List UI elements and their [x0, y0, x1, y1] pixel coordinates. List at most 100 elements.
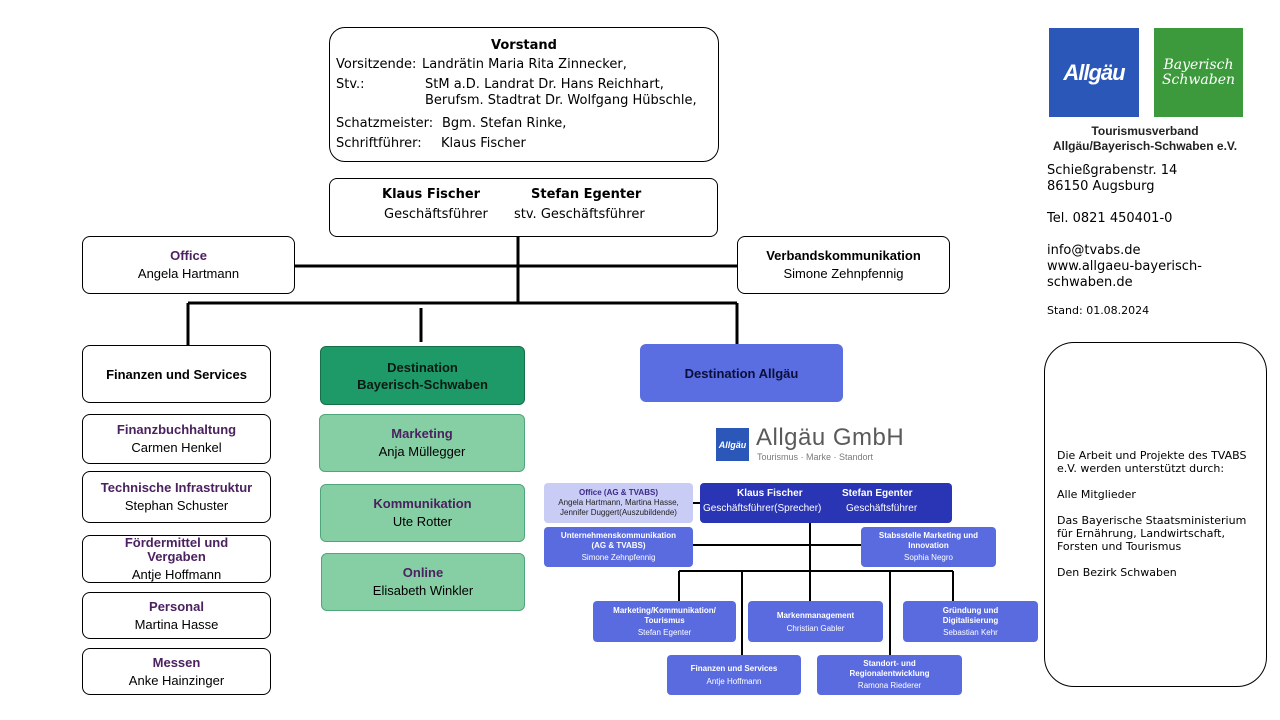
bayerisch-schwaben-logo: Bayerisch Schwaben [1154, 28, 1243, 117]
sr-title-1: Standort- und [863, 659, 916, 668]
org-name-line2: Allgäu/Bayerisch-Schwaben e.V. [1052, 139, 1238, 153]
org-street: Schießgrabenstr. 14 [1047, 163, 1178, 178]
allgaeu-gmbh-logo-mark: Allgäu [716, 428, 749, 461]
finanzen-header-box: Finanzen und Services [82, 345, 271, 403]
bs-item-name: Elisabeth Winkler [372, 583, 474, 598]
bs-title-line2: Bayerisch-Schwaben [357, 376, 488, 392]
fs-title: Finanzen und Services [690, 664, 778, 673]
gmbh-gruendung-box: Gründung und Digitalisierung Sebastian K… [903, 601, 1038, 642]
bs-kommunikation-box: Kommunikation Ute Rotter [320, 484, 525, 542]
gmbh-stabsstelle-box: Stabsstelle Marketing und Innovation Sop… [861, 527, 996, 567]
allgaeu-gmbh-logo-name: Allgäu GmbH [756, 424, 905, 451]
org-tel[interactable]: Tel. 0821 450401-0 [1047, 211, 1173, 226]
sr-name: Ramona Riederer [857, 681, 922, 690]
bs-marketing-box: Marketing Anja Müllegger [319, 414, 525, 472]
gmbh-office-names-1: Angela Hartmann, Martina Hasse, [558, 498, 679, 507]
verband-title: Verbandskommunikation [766, 248, 921, 263]
org-city: 86150 Augsburg [1047, 179, 1155, 194]
gmbh-gf-name-1: Klaus Fischer [737, 488, 803, 499]
bs-logo-line2: Schwaben [1161, 71, 1236, 88]
uk-title-2: (AG & TVABS) [591, 541, 646, 550]
finanz-item-name: Anke Hainzinger [128, 672, 225, 688]
org-web-1[interactable]: www.allgaeu-bayerisch- [1047, 259, 1202, 274]
support-item-2c: Forsten und Tourismus [1057, 540, 1182, 553]
bs-item-title: Marketing [391, 426, 453, 441]
gmbh-unternehmenskommunikation-box: Unternehmenskommunikation (AG & TVABS) S… [544, 527, 693, 567]
marke-title: Markenmanagement [776, 610, 855, 620]
support-intro-2: e.V. werden unterstützt durch: [1057, 462, 1225, 475]
finanz-item-title: Fördermittel und Vergaben [124, 535, 229, 564]
gd-title-2: Digitalisierung [942, 615, 999, 625]
gmbh-office-names-2: Jennifer Duggert(Auszubildende) [560, 508, 677, 517]
stv-label: Stv.: [336, 77, 365, 92]
gmbh-gf-name-2: Stefan Egenter [842, 488, 913, 499]
gf-name-2: Stefan Egenter [531, 187, 642, 202]
finanzbuchhaltung-box: Finanzbuchhaltung Carmen Henkel [82, 414, 271, 464]
finanz-item-title: Technische Infrastruktur [100, 480, 253, 495]
verband-name: Simone Zehnpfennig [783, 266, 904, 281]
bs-online-box: Online Elisabeth Winkler [321, 553, 525, 611]
gmbh-office-title: Office (AG & TVABS) [579, 488, 658, 497]
schriftfuehrer-value: Klaus Fischer [441, 136, 526, 151]
org-web-2[interactable]: schwaben.de [1047, 275, 1133, 290]
support-item-2a: Das Bayerische Staatsministerium [1057, 514, 1247, 527]
bs-logo-line1: Bayerisch [1163, 56, 1234, 73]
finanz-item-title: Finanzbuchhaltung [116, 422, 237, 437]
org-address: Schießgrabenstr. 14 86150 Augsburg Tel. … [1047, 163, 1247, 319]
mk-name: Stefan Egenter [637, 627, 692, 637]
gmbh-markenmanagement-box: Markenmanagement Christian Gabler [748, 601, 883, 642]
office-title: Office [170, 248, 207, 263]
gf-role-1: Geschäftsführer [384, 207, 488, 222]
bs-item-name: Ute Rotter [392, 514, 453, 529]
stv-value-2: Berufsm. Stadtrat Dr. Wolfgang Hübschle, [425, 93, 697, 108]
gmbh-gf-box: Klaus Fischer Geschäftsführer(Sprecher) … [700, 483, 952, 523]
technische-infrastruktur-box: Technische Infrastruktur Stephan Schuste… [82, 471, 271, 523]
gd-name: Sebastian Kehr [943, 627, 998, 637]
geschaeftsfuehrer-box: Klaus Fischer Geschäftsführer Stefan Ege… [329, 178, 718, 237]
destination-bs-header: Destination Bayerisch-Schwaben [320, 346, 525, 405]
vorstand-title: Vorstand [491, 38, 557, 53]
gmbh-gf-role-1: Geschäftsführer(Sprecher) [703, 503, 822, 514]
vorsitzende-value: Landrätin Maria Rita Zinnecker, [422, 57, 627, 72]
org-name: Tourismusverband Allgäu/Bayerisch-Schwab… [1040, 124, 1250, 154]
gmbh-finanzen-box: Finanzen und Services Antje Hoffmann [667, 655, 801, 695]
gd-title-1: Gründung und [942, 605, 999, 615]
allgaeu-title: Destination Allgäu [684, 365, 799, 381]
gf-name-1: Klaus Fischer [382, 187, 481, 202]
office-name: Angela Hartmann [137, 266, 240, 281]
allgaeu-gmbh-logo-tagline: Tourismus · Marke · Standort [757, 452, 874, 462]
stab-title-1: Stabsstelle Marketing und [878, 531, 979, 540]
bs-item-title: Online [402, 565, 444, 580]
allgaeu-logo-text: Allgäu [1063, 59, 1125, 85]
org-email[interactable]: info@tvabs.de [1047, 243, 1141, 258]
messen-box: Messen Anke Hainzinger [82, 648, 271, 695]
office-box: Office Angela Hartmann [82, 236, 295, 294]
finanz-item-name: Antje Hoffmann [131, 567, 222, 582]
sr-title-2: Regionalentwicklung [849, 669, 930, 678]
gmbh-office-box: Office (AG & TVABS) Angela Hartmann, Mar… [544, 483, 693, 523]
fs-name: Antje Hoffmann [706, 677, 762, 686]
uk-title-1: Unternehmenskommunikation [560, 531, 677, 540]
finanzen-title: Finanzen und Services [106, 366, 247, 382]
support-item-1: Alle Mitglieder [1057, 488, 1136, 501]
org-stand: Stand: 01.08.2024 [1047, 304, 1150, 317]
stv-value-1: StM a.D. Landrat Dr. Hans Reichhart, [425, 77, 664, 92]
stab-name: Sophia Negro [904, 553, 953, 562]
marke-name: Christian Gabler [786, 623, 845, 633]
bs-item-name: Anja Müllegger [378, 444, 466, 459]
vorstand-box: Vorstand Vorsitzende: Landrätin Maria Ri… [329, 27, 719, 162]
personal-box: Personal Martina Hasse [82, 592, 271, 639]
verbandskommunikation-box: Verbandskommunikation Simone Zehnpfennig [737, 236, 950, 294]
bs-title-line1: Destination [387, 359, 458, 375]
allgaeu-logo: Allgäu [1049, 28, 1139, 117]
uk-name: Simone Zehnpfennig [581, 553, 656, 562]
gf-role-2: stv. Geschäftsführer [514, 207, 645, 222]
org-name-line1: Tourismusverband [1091, 124, 1199, 138]
schatzmeister-label: Schatzmeister: [336, 116, 434, 131]
finanz-item-title: Messen [152, 654, 201, 670]
finanz-item-title: Personal [149, 598, 204, 614]
gmbh-marketing-box: Marketing/Kommunikation/ Tourismus Stefa… [593, 601, 736, 642]
vorsitzende-label: Vorsitzende: [336, 57, 417, 72]
finanz-item-name: Carmen Henkel [131, 440, 222, 455]
